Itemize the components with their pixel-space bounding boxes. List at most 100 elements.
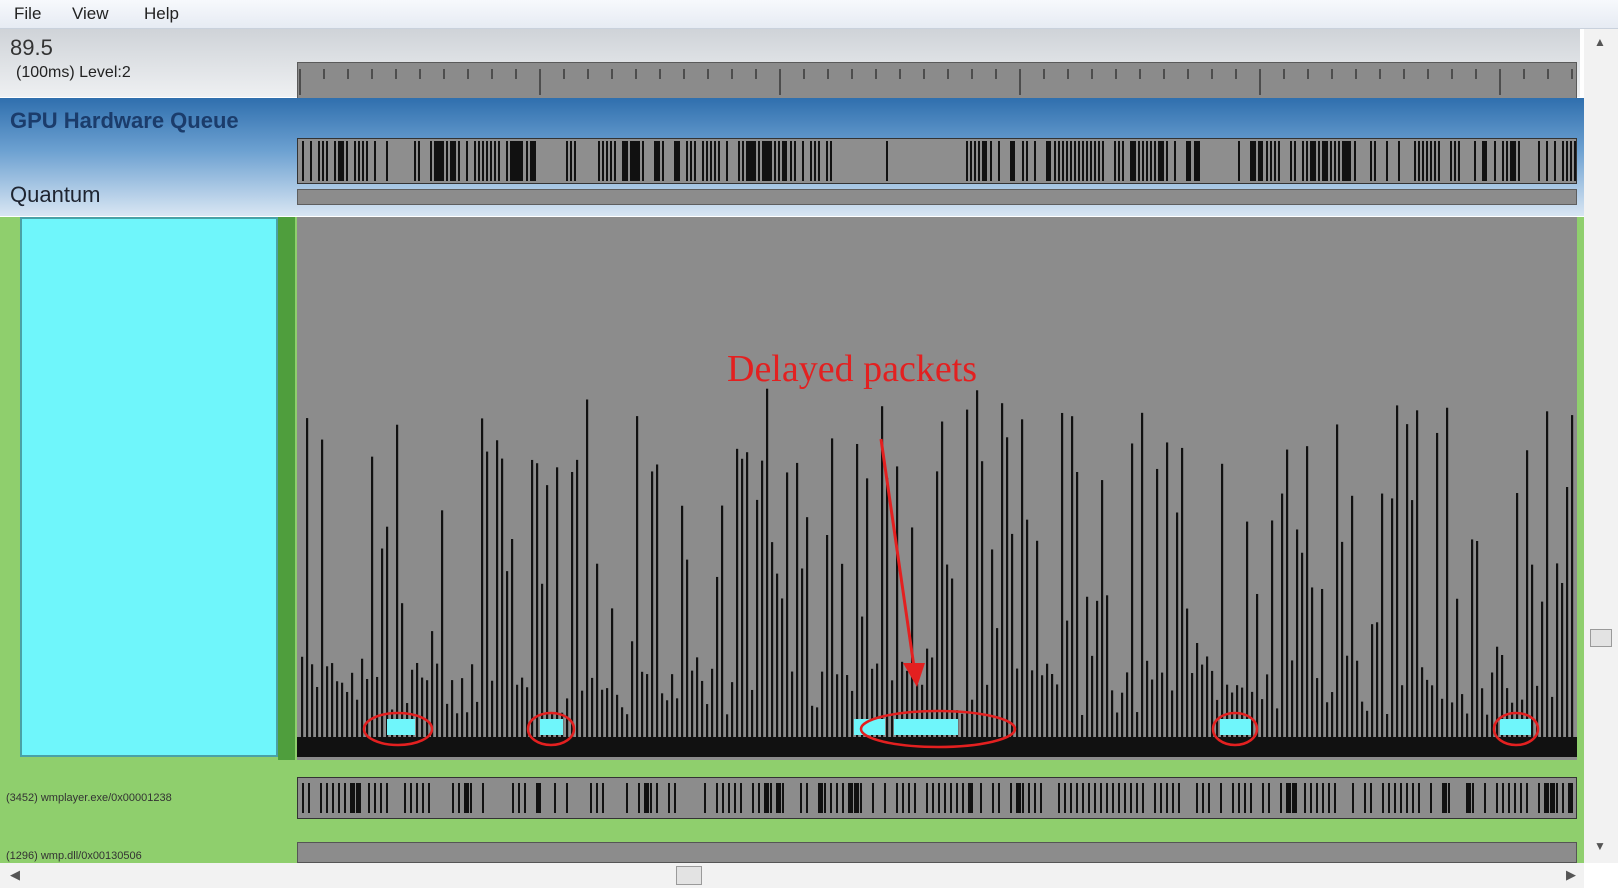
menu-help[interactable]: Help <box>144 4 179 23</box>
queue-packet <box>1078 141 1080 181</box>
scroll-down-icon[interactable]: ▼ <box>1594 839 1606 853</box>
packet-bar <box>771 542 774 740</box>
packet-bar <box>1286 449 1289 740</box>
packet-bar <box>611 608 614 740</box>
quantum-label: Quantum <box>10 182 101 207</box>
queue-packet <box>1426 141 1428 181</box>
queue-depth-bars: Delayed packets <box>297 217 1577 760</box>
queue-packet <box>718 141 720 181</box>
packet-bar <box>616 694 619 740</box>
process-packet <box>1166 783 1168 813</box>
vertical-scroll-thumb[interactable] <box>1590 629 1612 647</box>
process-packet <box>1304 783 1306 813</box>
queue-packet <box>414 141 416 181</box>
queue-packet <box>826 141 828 181</box>
packet-bar <box>646 674 649 740</box>
queue-packet <box>598 141 600 181</box>
packet-bar <box>1526 450 1529 740</box>
queue-packet <box>1566 141 1568 181</box>
packet-bar <box>741 458 744 740</box>
hardware-queue-track[interactable] <box>297 138 1577 184</box>
horizontal-scroll-thumb[interactable] <box>676 866 702 885</box>
menu-view[interactable]: View <box>72 4 109 23</box>
packet-bar <box>1546 411 1549 740</box>
queue-packet <box>498 141 500 181</box>
queue-packet <box>322 141 324 181</box>
queue-packet <box>1562 141 1564 181</box>
process-packet <box>758 783 760 813</box>
packet-bar <box>1441 698 1444 740</box>
packet-bar <box>401 603 404 740</box>
queue-packet <box>1510 141 1515 181</box>
process-packet <box>782 783 784 813</box>
queue-packet <box>442 141 444 181</box>
packet-bar <box>1496 646 1499 740</box>
packet-bar <box>626 714 629 740</box>
menu-file[interactable]: File <box>14 4 42 23</box>
queue-packet <box>466 141 468 181</box>
process-packet <box>1322 783 1324 813</box>
queue-packet <box>762 141 767 181</box>
process-packet <box>728 783 730 813</box>
packet-bar <box>1376 622 1379 740</box>
queue-packet <box>886 141 888 181</box>
queue-packet <box>1438 141 1440 181</box>
vertical-scrollbar[interactable]: ▲ ▼ <box>1584 29 1618 863</box>
process-packet <box>470 783 472 813</box>
queue-packet <box>974 141 976 181</box>
packet-bar <box>336 681 339 740</box>
scroll-right-icon[interactable]: ▶ <box>1566 867 1576 882</box>
packet-bar <box>346 691 349 740</box>
packet-bar <box>1041 675 1044 740</box>
process-packet <box>1292 783 1297 813</box>
packet-bar <box>766 388 769 740</box>
queue-packet <box>830 141 832 181</box>
queue-packet <box>1138 141 1140 181</box>
process-track[interactable] <box>297 777 1577 819</box>
process-packet <box>950 783 952 813</box>
packet-bar <box>1076 471 1079 740</box>
process-packet <box>1016 783 1021 813</box>
packet-bar <box>821 671 824 740</box>
packet-bar <box>1486 714 1489 740</box>
process-packet <box>908 783 910 813</box>
packet-bar <box>1206 656 1209 740</box>
quantum-track[interactable] <box>297 189 1577 205</box>
process-packet <box>1172 783 1174 813</box>
queue-packet <box>1458 141 1460 181</box>
packet-bar <box>496 440 499 740</box>
queue-packet <box>1454 141 1456 181</box>
queue-packet <box>1142 141 1144 181</box>
packet-bar <box>996 628 999 740</box>
packet-bar <box>791 671 794 740</box>
process-packet <box>818 783 823 813</box>
queue-packet <box>642 141 644 181</box>
gpu-hardware-queue-panel: GPU Hardware Queue Quantum <box>0 98 1584 216</box>
packet-bar <box>781 598 784 740</box>
process-packet <box>854 783 859 813</box>
process-packet <box>512 783 514 813</box>
scroll-left-icon[interactable]: ◀ <box>10 867 20 882</box>
horizontal-scrollbar[interactable]: ◀ ▶ <box>0 863 1584 888</box>
queue-packet <box>710 141 712 181</box>
packet-bar <box>1261 699 1264 740</box>
process-packet <box>1244 783 1246 813</box>
queue-packet <box>782 141 787 181</box>
queue-packet <box>1266 141 1268 181</box>
process-packet <box>1070 783 1072 813</box>
process-packet <box>566 783 568 813</box>
queue-packet <box>726 141 728 181</box>
packet-bar <box>566 698 569 740</box>
process-packet <box>1412 783 1414 813</box>
process-packet <box>338 783 340 813</box>
packet-bar <box>371 456 374 740</box>
process-packet <box>884 783 886 813</box>
packet-bar <box>1061 412 1064 740</box>
scroll-up-icon[interactable]: ▲ <box>1594 35 1606 49</box>
queue-depth-graph[interactable]: Delayed packets <box>297 217 1577 760</box>
process-track[interactable] <box>297 842 1577 863</box>
queue-packet <box>1022 141 1024 181</box>
packet-bar <box>816 707 819 740</box>
queue-packet <box>418 141 420 181</box>
queue-packet <box>1090 141 1092 181</box>
